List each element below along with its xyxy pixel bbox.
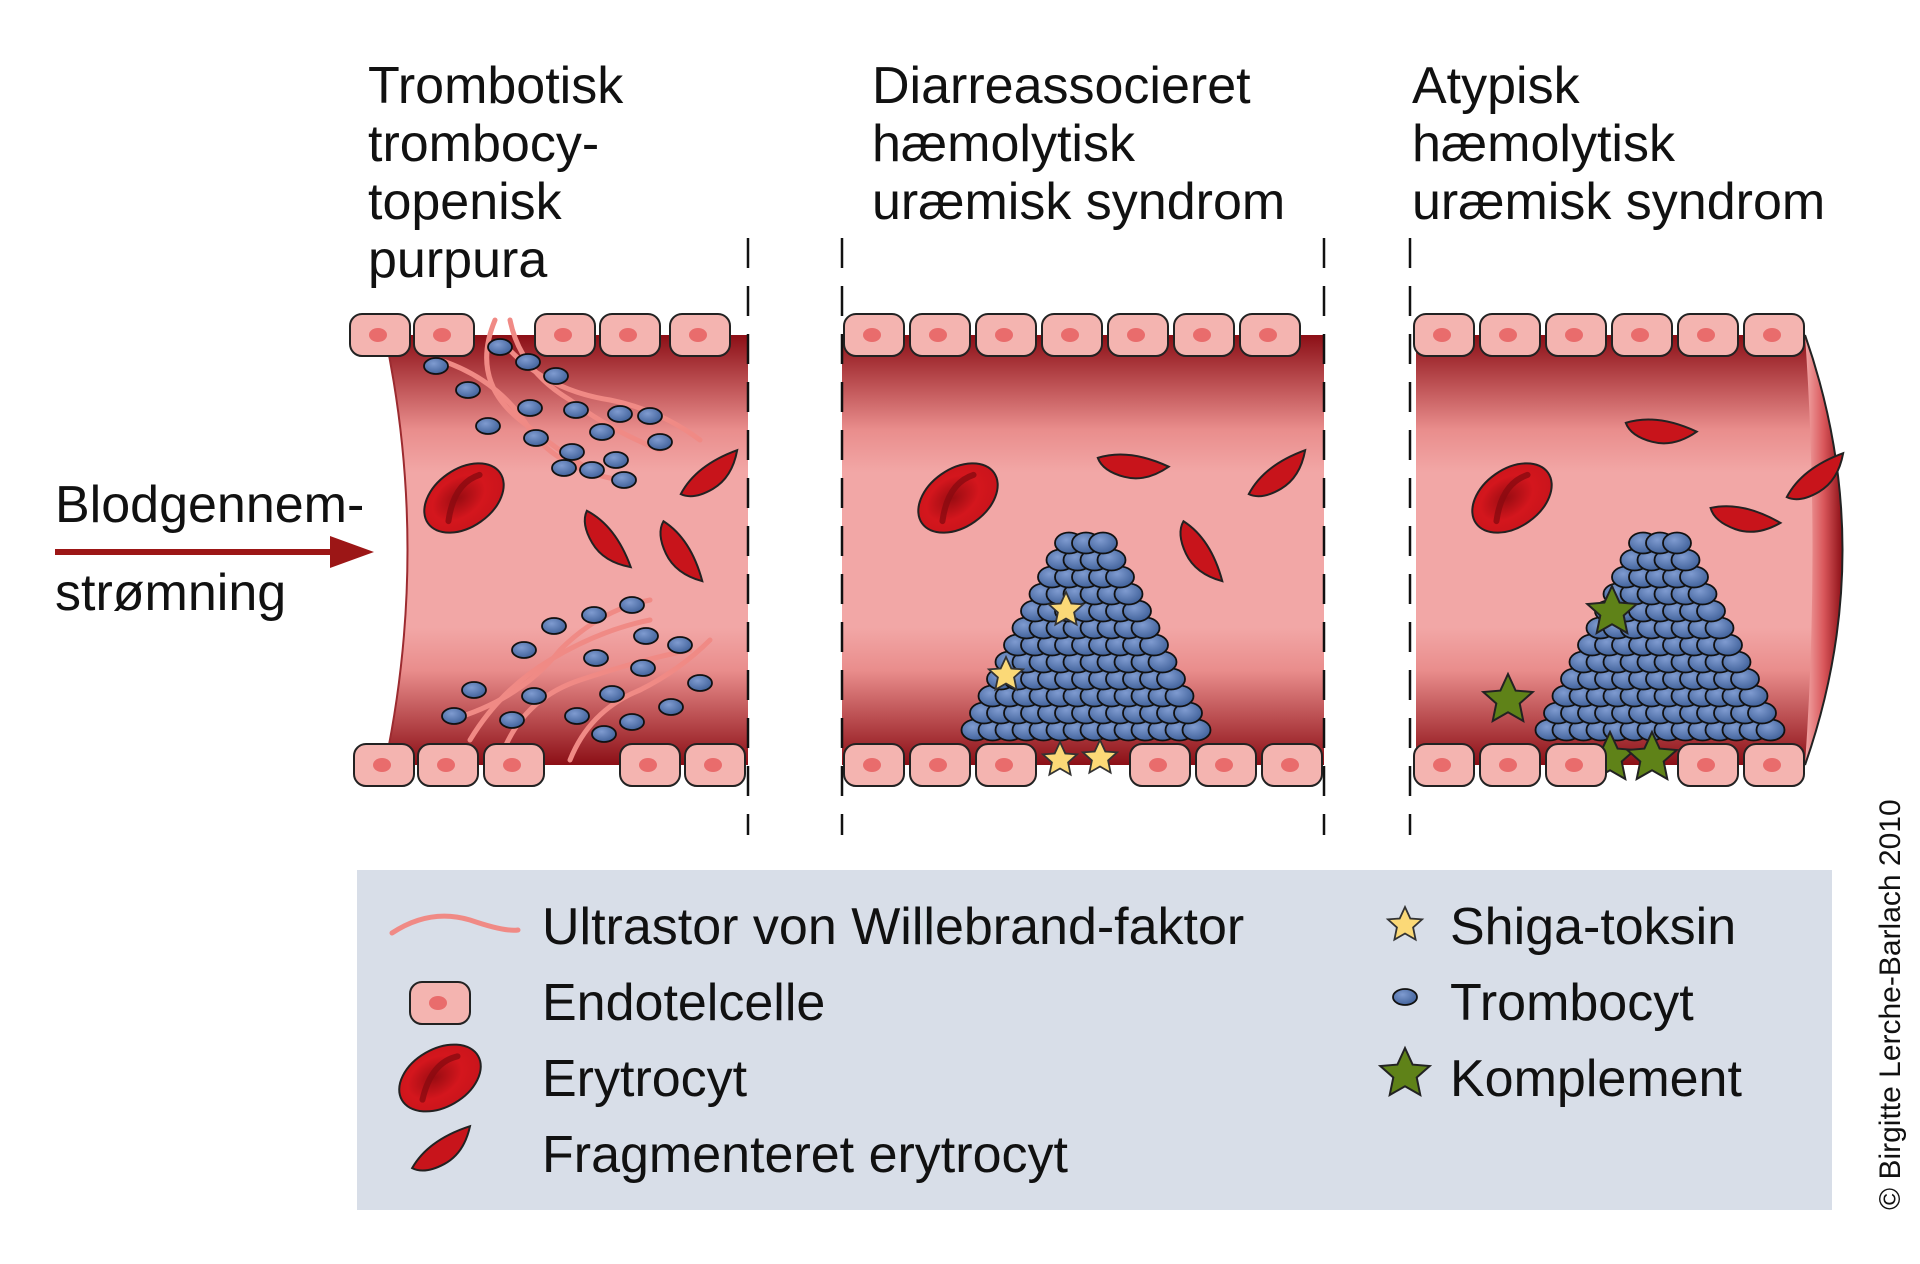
panel-title-ahus: Atypisk hæmolytisk uræmisk syndrom bbox=[1412, 57, 1825, 231]
panel-title-line: topenisk bbox=[368, 173, 563, 231]
legend-label-erythrocyte: Erytrocyt bbox=[542, 1050, 748, 1108]
panel-title-line: purpura bbox=[368, 231, 547, 289]
flow-arrow-icon bbox=[330, 536, 374, 568]
legend-label-endothelial: Endotelcelle bbox=[542, 974, 825, 1032]
legend-label-platelet: Trombocyt bbox=[1450, 974, 1694, 1032]
legend: Ultrastor von Willebrand-faktor Endotelc… bbox=[357, 870, 1832, 1210]
panel-title-line: uræmisk syndrom bbox=[872, 173, 1285, 231]
flow-indicator: Blodgennem- strømning bbox=[55, 476, 379, 622]
legend-label-vwf: Ultrastor von Willebrand-faktor bbox=[542, 898, 1244, 956]
panel-title-line: Trombotisk bbox=[368, 57, 624, 115]
legend-label-shiga: Shiga-toksin bbox=[1450, 898, 1736, 956]
panel-title-line: Atypisk bbox=[1412, 57, 1581, 115]
legend-background bbox=[357, 870, 1832, 1210]
flow-label-line: Blodgennem- bbox=[55, 476, 364, 534]
panel-title-ttp: Trombotisk trombocy- topenisk purpura bbox=[368, 57, 638, 289]
copyright-text: © Birgitte Lerche-Barlach 2010 bbox=[1874, 799, 1907, 1210]
aggregated-platelet bbox=[1662, 531, 1692, 555]
panel-title-line: trombocy- bbox=[368, 115, 599, 173]
panel-dhus: Diarreassocieret hæmolytisk uræmisk synd… bbox=[840, 57, 1326, 835]
platelet-icon bbox=[1392, 988, 1418, 1006]
aggregated-platelet bbox=[1088, 531, 1118, 555]
panel-title-line: hæmolytisk bbox=[872, 115, 1136, 173]
flow-label-line: strømning bbox=[55, 564, 286, 622]
flow-label: Blodgennem- strømning bbox=[55, 476, 379, 622]
endothelial-cell-icon bbox=[409, 981, 471, 1025]
panel-title-line: Diarreassocieret bbox=[872, 57, 1251, 115]
panel-title-dhus: Diarreassocieret hæmolytisk uræmisk synd… bbox=[872, 57, 1285, 231]
panel-ttp: Trombotisk trombocy- topenisk purpura bbox=[349, 57, 750, 835]
legend-label-fragmented: Fragmenteret erytrocyt bbox=[542, 1126, 1068, 1184]
legend-label-complement: Komplement bbox=[1450, 1050, 1742, 1108]
vwf-strand-icon bbox=[389, 913, 521, 936]
panel-ahus: Atypisk hæmolytisk uræmisk syndrom bbox=[1408, 57, 1855, 835]
panel-title-line: uræmisk syndrom bbox=[1412, 173, 1825, 231]
panel-title-line: hæmolytisk bbox=[1412, 115, 1676, 173]
